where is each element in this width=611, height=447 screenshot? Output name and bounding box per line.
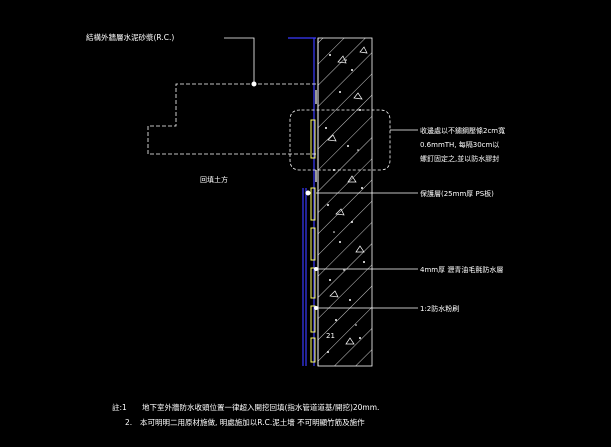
label-callout-strip-line-1: 收邊處以不鏽鋼壓條2cm寬 (420, 126, 505, 135)
callout-cloud (289, 109, 391, 171)
label-protection-board: 保護層(25mm厚 PS板) (420, 189, 494, 198)
backfill-outline (147, 83, 316, 155)
label-backfill: 回填土方 (200, 175, 228, 184)
note-prefix: 註:1 (112, 402, 127, 412)
aggregate-dots (325, 54, 365, 353)
leader-dot (251, 81, 257, 87)
note-number-2: 2. (125, 418, 132, 427)
protection-board-strips (310, 119, 316, 363)
label-plaster: 1:2防水粉刷 (420, 304, 459, 313)
right-leaders (316, 129, 418, 309)
note-line-1: 地下室外牆防水收頭位置一律超入開挖回填(指水管道道基/開挖)20mm. (142, 402, 379, 412)
label-callout-strip-line-3: 螺釘固定之,並以防水膠封 (420, 154, 499, 163)
label-wall-mark: 21 (326, 332, 335, 340)
leader-points (305, 190, 318, 310)
note-line-2: 本可明明二用原材施做, 明處施加以R.C.泥土墻 不可明顯竹筋及施作 (140, 417, 365, 427)
label-structure-rc: 結構外牆層水泥砂漿(R.C.) (86, 32, 174, 42)
aggregate-triangles (327, 46, 368, 345)
waterproof-plaster-layer (288, 37, 319, 366)
label-membrane: 4mm厚 瀝青油毛氈防水層 (420, 265, 503, 274)
leader-top-left (224, 37, 255, 84)
label-callout-strip-line-2: 0.6mmTH, 每隔30cm以 (420, 140, 499, 149)
ps-board-edge (302, 188, 307, 366)
concrete-wall (317, 37, 373, 367)
